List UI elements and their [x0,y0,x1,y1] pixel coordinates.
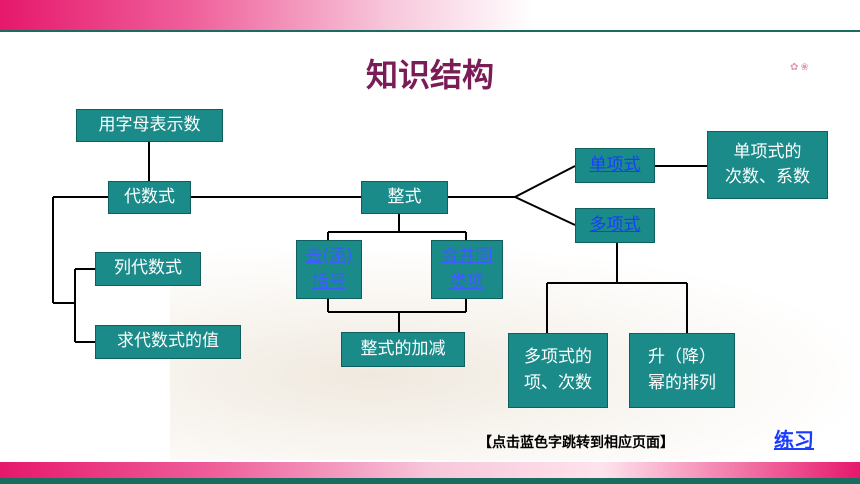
node-label-line-2: 项、次数 [524,372,592,393]
node-write-expression: 列代数式 [95,252,201,286]
node-add-subtract: 整式的加减 [341,332,465,367]
node-algebraic-expression: 代数式 [108,181,191,214]
top-divider-line [0,30,860,32]
node-polynomial-link[interactable]: 多项式 [575,208,655,243]
node-monomial-link[interactable]: 单项式 [575,148,655,183]
link-label[interactable]: 单项式 [589,154,641,175]
node-label-line-1: 单项式的 [733,141,802,162]
instruction-note: 【点击蓝色字跳转到相应页面】 [478,435,674,451]
node-label-line-1: 升（降） [648,347,716,367]
node-label: 列代数式 [114,258,182,279]
node-label: 代数式 [124,186,175,207]
node-letters-represent-numbers: 用字母表示数 [76,109,223,142]
bottom-divider-line [0,478,860,484]
node-label-line-1: 多项式的 [524,347,592,367]
bottom-accent-band [0,462,860,478]
link-line-2[interactable]: 类项 [450,271,484,292]
node-polynomial-terms: 多项式的 项、次数 [508,333,608,408]
node-label: 整式 [387,186,422,207]
node-label: 整式的加减 [360,338,446,359]
link-line-1[interactable]: 合并同 [441,246,493,266]
link-line-1[interactable]: 去(添) [305,246,353,266]
node-remove-brackets-link[interactable]: 去(添) 括号 [296,240,362,299]
page-title: 知识结构 [365,56,494,94]
node-label: 用字母表示数 [98,114,201,135]
node-evaluate-expression: 求代数式的值 [95,325,241,359]
node-label-line-2: 次数、系数 [725,167,810,187]
node-polynomial-integral: 整式 [361,181,448,214]
link-line-2[interactable]: 括号 [312,271,346,292]
petal-decoration-icon: ✿❀ [790,62,811,73]
node-label-line-2: 幂的排列 [648,372,716,393]
node-ascending-order: 升（降） 幂的排列 [629,333,735,408]
node-combine-like-terms-link[interactable]: 合并同 类项 [431,240,503,299]
node-monomial-degree: 单项式的 次数、系数 [707,131,828,199]
node-label: 求代数式的值 [117,331,219,352]
practice-link[interactable]: 练习 [774,428,814,452]
link-label[interactable]: 多项式 [589,214,641,235]
top-accent-band [0,0,860,30]
